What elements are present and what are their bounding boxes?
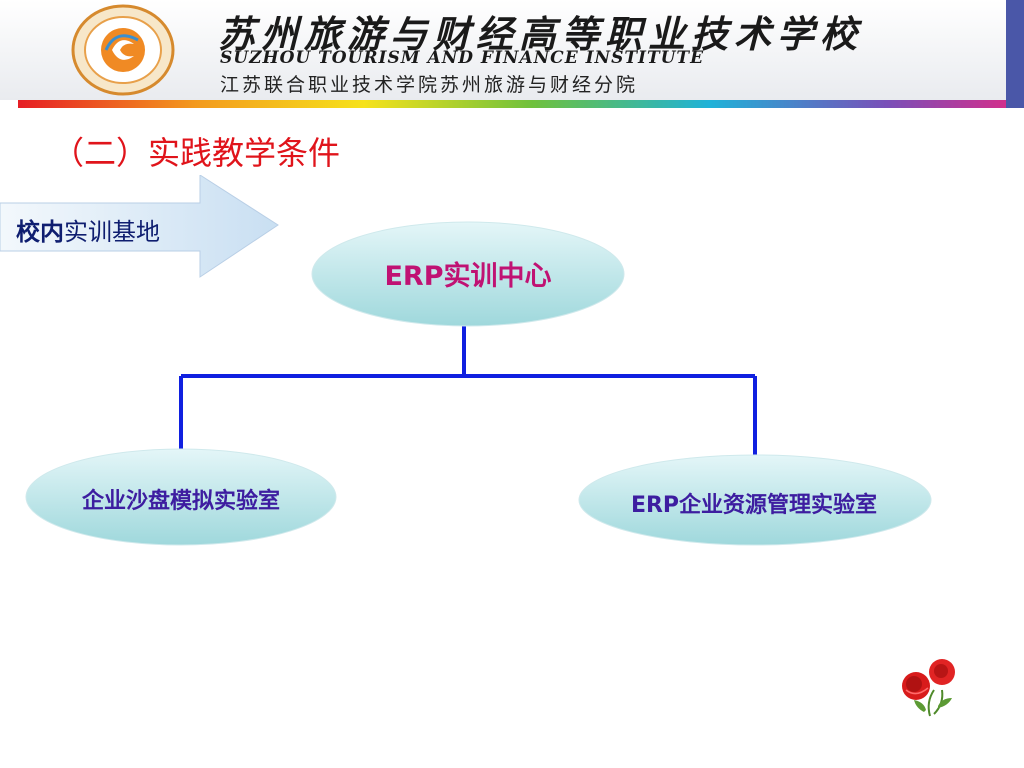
school-name-en: SUZHOU TOURISM AND FINANCE INSTITUTE (220, 48, 705, 68)
arrow-right-icon (0, 175, 279, 278)
section-title: （二）实践教学条件 (52, 134, 341, 172)
school-name-cn: 苏州旅游与财经高等职业技术学校 (218, 12, 863, 56)
arrow-label-bold: 校内 (16, 218, 64, 246)
node-right-label: ERP企业资源管理实验室 (578, 487, 930, 519)
arrow-label: 校内实训基地 (16, 212, 160, 246)
node-left-label: 企业沙盘模拟实验室 (81, 489, 280, 514)
connector-lines (179, 326, 757, 458)
rose-flower-icon (902, 659, 955, 717)
node-right-shape (578, 454, 932, 546)
arrow-shape (0, 175, 280, 279)
header-banner: 苏州旅游与财经高等职业技术学校 SUZHOU TOURISM AND FINAN… (0, 0, 1024, 100)
school-subtitle: 江苏联合职业技术学院苏州旅游与财经分院 (220, 74, 639, 96)
node-left-shape (25, 448, 337, 546)
school-emblem-icon (71, 4, 175, 96)
node-root-label: ERP实训中心 (384, 261, 552, 292)
header-rainbow-divider (18, 100, 1006, 108)
node-right-label-prefix: ERP (630, 493, 680, 518)
header-right-bar (1006, 0, 1024, 108)
node-right-label-rest: 企业资源管理实验室 (679, 493, 878, 518)
arrow-label-rest: 实训基地 (64, 218, 160, 246)
node-root-shape (311, 221, 625, 327)
